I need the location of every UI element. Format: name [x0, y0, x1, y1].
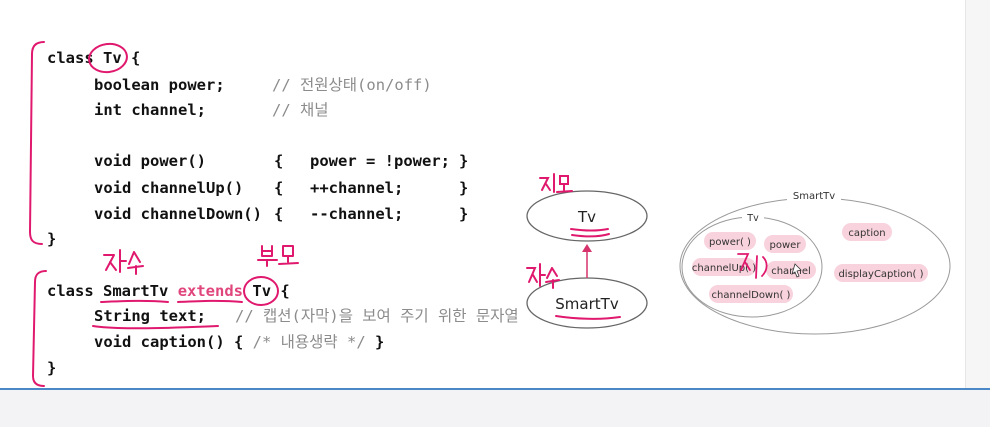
code-line-method-channeldown: void channelDown() [94, 205, 262, 223]
code-line-method-caption: void caption() { /* 내용생략 */ } [94, 333, 385, 351]
pill-channelup [692, 258, 756, 276]
underline-extends [177, 299, 243, 303]
mouse-cursor-icon [791, 263, 802, 278]
code-line-field-channel: int channel; [94, 101, 206, 119]
comment-power: // 전원상태(on/off) [272, 76, 432, 94]
handwriting-child-strokes [103, 249, 127, 273]
circle-parent-tv [243, 276, 279, 306]
comment-text: // 캡션(자막)을 보여 주기 위한 문자열 [235, 307, 519, 325]
comment-channel: // 채널 [272, 101, 329, 119]
keyword-extends: extends [177, 282, 244, 300]
underline-smarttv [100, 299, 169, 303]
svg-text:caption: caption [848, 228, 885, 239]
code-line-class-tv: class Tv { [47, 49, 140, 67]
class-name-smarttv: SmartTv [103, 282, 169, 300]
node-tv [526, 190, 648, 242]
pen-annotations: 자식 부모 [29, 41, 299, 387]
underline-smarttv-node [555, 315, 621, 320]
underline-tv-node [570, 228, 610, 238]
scribble-venn [737, 253, 768, 279]
svg-text:channelDown( ): channelDown( ) [712, 290, 791, 301]
code-line-close-smarttv: } [47, 359, 57, 377]
handwriting-parent-diagram [539, 173, 555, 193]
node-smarttv-label: SmartTv [555, 295, 619, 313]
bottom-player-bar [0, 388, 990, 427]
lecture-slide: class Tv { boolean power; // 전원상태(on/off… [29, 41, 951, 387]
underline-text [92, 325, 219, 330]
handwriting-parent-strokes [257, 245, 278, 267]
keyword-class: class [47, 49, 94, 67]
circle-tv [88, 42, 128, 74]
handwriting-child-diagram [526, 263, 546, 287]
node-tv-label: Tv [577, 208, 596, 226]
code-line-method-power: void power() [94, 152, 206, 170]
svg-text:power( ): power( ) [709, 237, 751, 248]
code-line-close-tv: } [47, 230, 57, 248]
code-line-field-text: String text; [94, 307, 206, 325]
svg-text:channel: channel [771, 266, 811, 277]
class-name-tv: Tv [103, 49, 122, 67]
code-line-field-power: boolean power; [94, 76, 225, 94]
arrow-head [582, 244, 592, 252]
pill-power-method [704, 232, 756, 250]
venn-outer-label: SmartTv [793, 191, 835, 202]
svg-text:channelUp( ): channelUp( ) [692, 263, 756, 274]
pill-channel [766, 261, 816, 279]
bracket-tv [29, 41, 45, 245]
pill-channeldown [709, 285, 793, 303]
pill-displaycaption [834, 264, 928, 282]
venn-diagram: SmartTv Tv power( ) power channelUp( ) c… [679, 191, 951, 335]
pill-power-field [764, 235, 806, 253]
right-scroll-strip[interactable] [965, 0, 990, 388]
venn-inner-label: Tv [746, 213, 759, 224]
pill-caption [842, 223, 892, 241]
svg-text:power: power [770, 240, 802, 251]
brace: { [131, 49, 141, 67]
code-line-class-smarttv: class SmartTv extends Tv { [47, 282, 290, 300]
inheritance-diagram: Tv SmartTv [526, 173, 648, 329]
code-line-method-channelup: void channelUp() [94, 179, 244, 197]
bracket-smarttv [32, 270, 47, 387]
class-name-parent: Tv [252, 282, 272, 300]
svg-text:displayCaption( ): displayCaption( ) [838, 269, 923, 280]
